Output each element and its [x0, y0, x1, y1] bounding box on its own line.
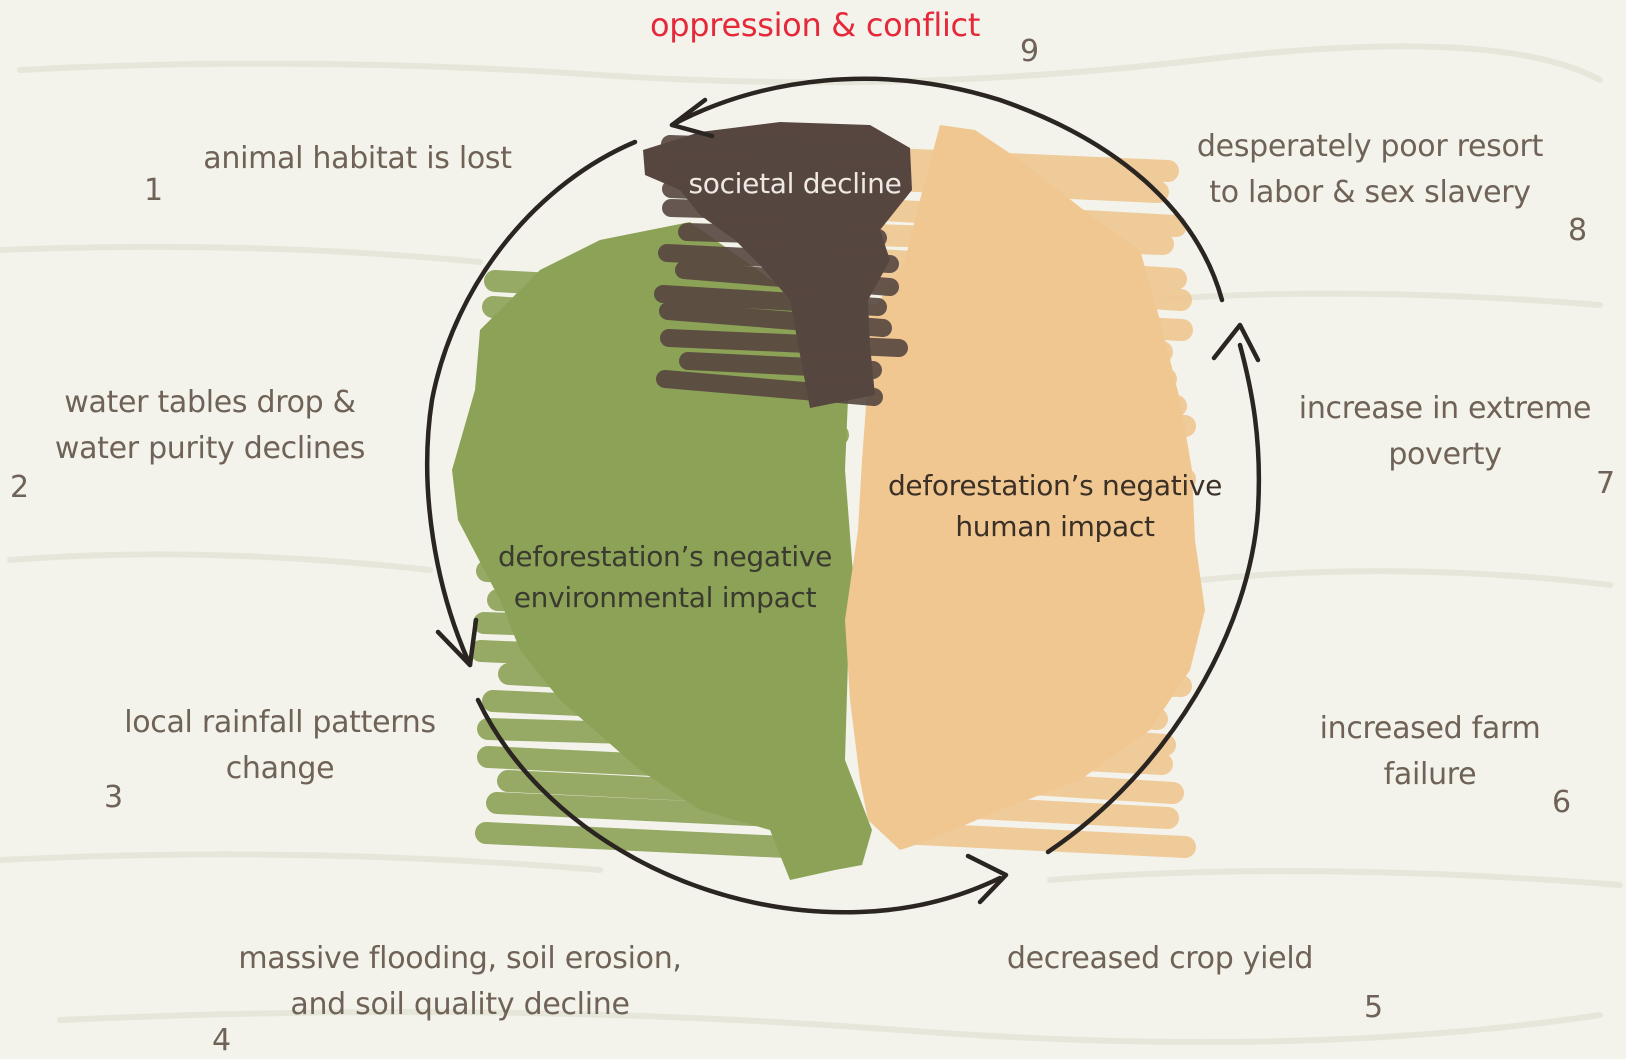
step-number-4: 4 — [212, 1023, 232, 1058]
step-number-5: 5 — [1364, 990, 1384, 1025]
cycle-ring — [424, 76, 1262, 915]
arrowhead-right — [1211, 322, 1261, 363]
step-number-1: 1 — [144, 173, 164, 208]
tan-scribble-stroke — [861, 148, 1196, 858]
step-number-2: 2 — [10, 470, 30, 505]
brown-scribble-stroke — [654, 135, 908, 406]
step-label-1: animal habitat is lost — [203, 141, 512, 176]
step-label-7: increase in extreme poverty — [1298, 391, 1592, 472]
environmental-impact-label: deforestation’s negative environmental i… — [497, 540, 833, 614]
cycle-arc-bottom — [475, 697, 1003, 915]
cycle-arc-top — [669, 76, 1225, 303]
step-label-2: water tables drop & water purity decline… — [54, 385, 366, 466]
step-number-6: 6 — [1552, 785, 1572, 820]
step-label-8: desperately poor resort to labor & sex s… — [1196, 129, 1544, 210]
step-label-6: increased farm failure — [1319, 711, 1541, 792]
step-label-5: decreased crop yield — [1006, 941, 1314, 976]
cycle-arc-left — [424, 139, 638, 668]
societal-decline-region — [643, 122, 912, 408]
step-number-9: 9 — [1020, 34, 1040, 69]
human-impact-label: deforestation’s negative human impact — [887, 469, 1223, 543]
step-number-7: 7 — [1596, 466, 1616, 501]
arrowhead-left — [435, 617, 479, 668]
human-impact-region — [845, 125, 1205, 858]
step-label-4: massive flooding, soil erosion, and soil… — [238, 941, 682, 1022]
cycle-title: oppression & conflict — [650, 6, 981, 44]
societal-decline-label: societal decline — [688, 167, 902, 200]
societal-region-scribble — [654, 135, 908, 406]
step-number-8: 8 — [1568, 213, 1588, 248]
cycle-arc-right — [1045, 342, 1262, 855]
step-number-3: 3 — [104, 780, 124, 815]
arrowhead-top — [669, 97, 715, 139]
step-label-3: local rainfall patterns change — [124, 705, 436, 786]
arrowhead-bottom — [965, 853, 1009, 905]
human-region-scribble — [861, 148, 1196, 858]
